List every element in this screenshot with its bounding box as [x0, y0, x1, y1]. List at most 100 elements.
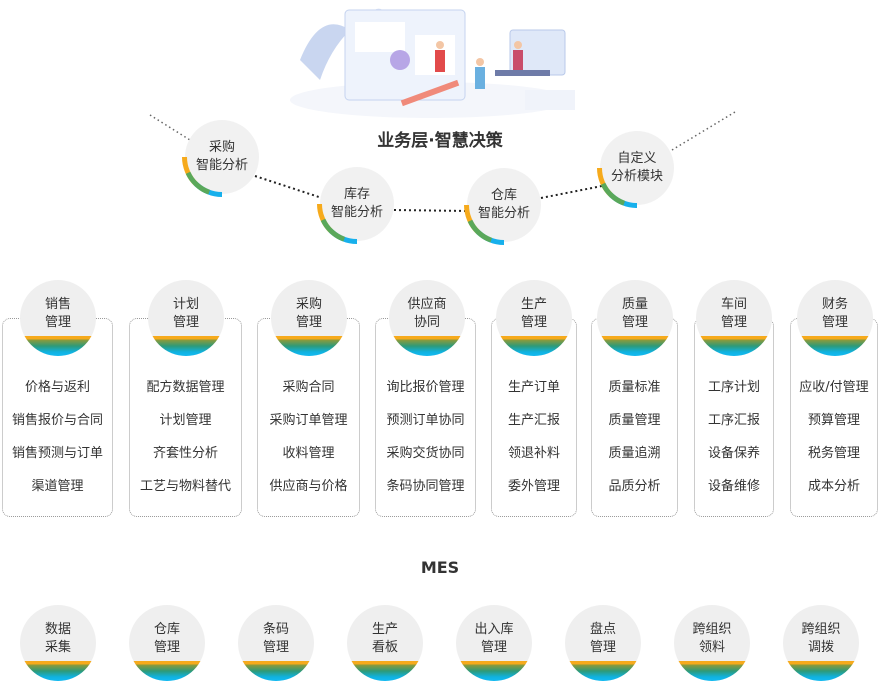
- module-header[interactable]: 销售管理: [20, 280, 96, 356]
- mes-node-label: 管理: [153, 640, 180, 655]
- gradient-band: [20, 661, 96, 681]
- module-item[interactable]: 质量标准: [608, 380, 661, 395]
- module-title: 管理: [520, 315, 547, 330]
- business-illustration: [290, 8, 575, 118]
- module-title: 管理: [295, 315, 322, 330]
- module-item[interactable]: 生产汇报: [507, 413, 560, 428]
- mes-node-label: 采集: [44, 640, 71, 655]
- gradient-band: [797, 336, 873, 356]
- module-item[interactable]: 工艺与物料替代: [139, 479, 231, 494]
- module-item[interactable]: 质量管理: [608, 413, 661, 428]
- module-item[interactable]: 工序汇报: [707, 413, 760, 428]
- gradient-band: [238, 661, 314, 681]
- module-item[interactable]: 质量追溯: [608, 446, 661, 461]
- module-item[interactable]: 税务管理: [807, 446, 860, 461]
- module-header[interactable]: 计划管理: [148, 280, 224, 356]
- mes-node[interactable]: 跨组织领料: [674, 605, 750, 681]
- gradient-band: [597, 336, 673, 356]
- module-item[interactable]: 成本分析: [807, 479, 860, 494]
- mes-node[interactable]: 出入库管理: [456, 605, 532, 681]
- module-title: 采购: [295, 297, 322, 312]
- module-title: 管理: [821, 315, 848, 330]
- mes-node-label: 数据: [44, 622, 71, 637]
- mes-node-label: 仓库: [153, 622, 180, 637]
- module-header[interactable]: 财务管理: [797, 280, 873, 356]
- mes-node-label: 跨组织: [692, 622, 732, 637]
- gradient-band: [271, 336, 347, 356]
- module-item[interactable]: 领退补料: [507, 446, 560, 461]
- analysis-node[interactable]: 自定义分析模块: [600, 131, 674, 205]
- module-item[interactable]: 销售报价与合同: [11, 413, 103, 428]
- module-title: 计划: [172, 297, 199, 312]
- module-header[interactable]: 供应商协同: [389, 280, 465, 356]
- module-header[interactable]: 质量管理: [597, 280, 673, 356]
- module-item[interactable]: 价格与返利: [24, 380, 90, 395]
- module-item[interactable]: 渠道管理: [31, 479, 84, 494]
- analysis-node[interactable]: 仓库智能分析: [467, 168, 541, 242]
- node-label: 采购: [208, 140, 235, 155]
- module-item[interactable]: 预测订单协同: [386, 413, 465, 428]
- gradient-band: [565, 661, 641, 681]
- module-title: 管理: [621, 315, 648, 330]
- module-title: 车间: [720, 297, 747, 312]
- gradient-band: [674, 661, 750, 681]
- module-item[interactable]: 配方数据管理: [146, 380, 225, 395]
- module-item[interactable]: 生产订单: [507, 380, 560, 395]
- module-item[interactable]: 收料管理: [282, 446, 335, 461]
- module-title: 协同: [413, 315, 440, 330]
- module-item[interactable]: 采购交货协同: [386, 446, 465, 461]
- module-title: 销售: [44, 297, 71, 312]
- mes-node[interactable]: 数据采集: [20, 605, 96, 681]
- mes-node-label: 管理: [262, 640, 289, 655]
- connector-lines: [149, 111, 736, 212]
- gradient-band: [456, 661, 532, 681]
- mes-node-label: 生产: [371, 622, 398, 637]
- analysis-node[interactable]: 库存智能分析: [320, 167, 394, 241]
- module-item[interactable]: 销售预测与订单: [11, 446, 103, 461]
- gradient-band: [496, 336, 572, 356]
- gradient-band: [20, 336, 96, 356]
- mes-node-label: 管理: [589, 640, 616, 655]
- mes-node[interactable]: 生产看板: [347, 605, 423, 681]
- module-item[interactable]: 供应商与价格: [269, 479, 348, 494]
- module-item[interactable]: 采购订单管理: [269, 413, 348, 428]
- module-item[interactable]: 委外管理: [507, 479, 560, 494]
- module-title: 财务: [821, 297, 848, 312]
- mes-node[interactable]: 跨组织调拨: [783, 605, 859, 681]
- module-item[interactable]: 品质分析: [608, 479, 661, 494]
- mes-node-label: 管理: [480, 640, 507, 655]
- mes-node[interactable]: 盘点管理: [565, 605, 641, 681]
- module-item[interactable]: 预算管理: [807, 413, 860, 428]
- analysis-node[interactable]: 采购智能分析: [185, 120, 259, 194]
- module-header[interactable]: 采购管理: [271, 280, 347, 356]
- module-item[interactable]: 应收/付管理: [799, 380, 869, 395]
- module-title: 管理: [44, 315, 71, 330]
- module-header[interactable]: 车间管理: [696, 280, 772, 356]
- module-title: 管理: [172, 315, 199, 330]
- mes-node-label: 跨组织: [801, 622, 841, 637]
- mes-node[interactable]: 条码管理: [238, 605, 314, 681]
- node-label: 仓库: [490, 188, 517, 203]
- gradient-band: [696, 336, 772, 356]
- module-header[interactable]: 生产管理: [496, 280, 572, 356]
- gradient-band: [148, 336, 224, 356]
- mes-node-label: 盘点: [589, 622, 616, 637]
- module-item[interactable]: 计划管理: [159, 413, 212, 428]
- business-layer-title: 业务层·智慧决策: [377, 131, 503, 151]
- module-item[interactable]: 条码协同管理: [386, 479, 465, 494]
- module-item[interactable]: 齐套性分析: [152, 446, 218, 461]
- module-title: 生产: [520, 297, 547, 312]
- mes-node-label: 条码: [262, 622, 289, 637]
- module-title: 供应商: [407, 297, 447, 312]
- gradient-band: [129, 661, 205, 681]
- module-item[interactable]: 采购合同: [282, 380, 335, 395]
- module-title: 质量: [621, 297, 648, 312]
- mes-node[interactable]: 仓库管理: [129, 605, 205, 681]
- mes-node-label: 领料: [698, 640, 725, 655]
- module-item[interactable]: 工序计划: [707, 380, 760, 395]
- module-item[interactable]: 询比报价管理: [386, 380, 465, 395]
- module-item[interactable]: 设备维修: [707, 479, 760, 494]
- module-item[interactable]: 设备保养: [707, 446, 760, 461]
- node-label: 库存: [343, 187, 370, 202]
- mes-node-label: 出入库: [474, 622, 514, 637]
